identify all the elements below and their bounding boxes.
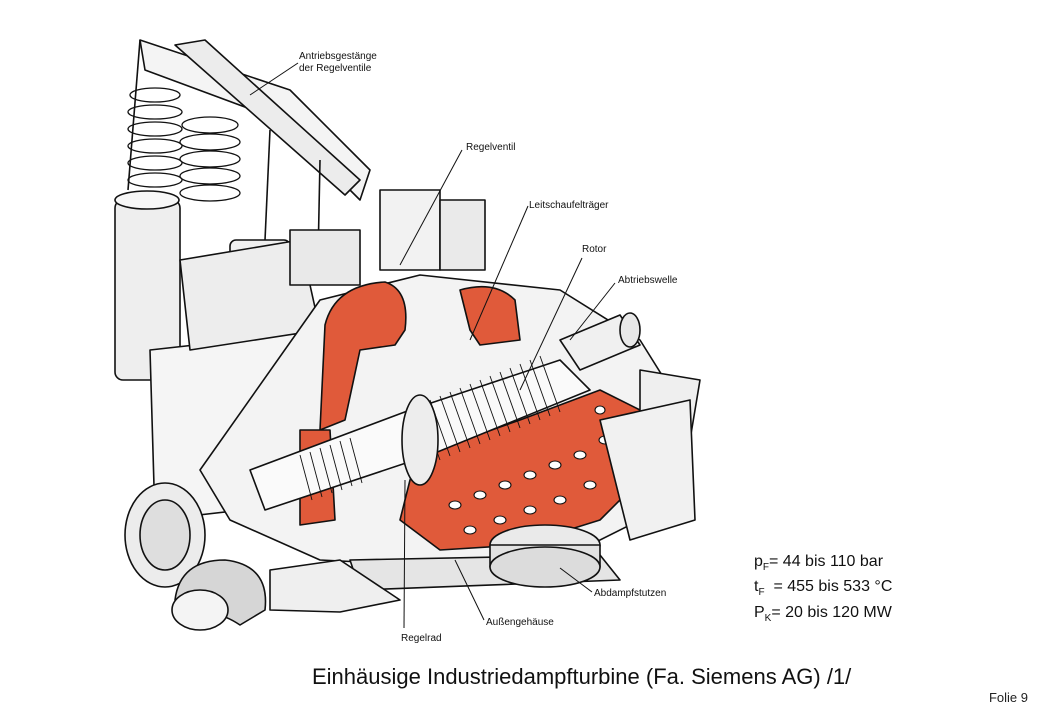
leader-exhaust-nozzle <box>559 567 593 593</box>
base-plate <box>269 399 696 613</box>
drive-linkage <box>127 39 486 271</box>
param-power: PK= 20 bis 120 MW <box>754 604 892 624</box>
param-temperature-value: = 455 bis 533 °C <box>764 578 893 595</box>
param-power-symbol: P <box>754 604 765 621</box>
label-outer-casing: Außengehäuse <box>486 617 554 628</box>
param-pressure-subscript: F <box>762 562 770 574</box>
label-guide-vane-carrier: Leitschaufelträger <box>529 200 609 211</box>
slide-title: Einhäusige Industriedampfturbine (Fa. Si… <box>312 664 852 689</box>
label-drive-linkage-line2: der Regelventile <box>299 63 372 74</box>
rotor <box>249 355 591 511</box>
leader-control-valve <box>399 149 463 266</box>
leader-guide-vane-carrier <box>469 205 529 341</box>
leader-outer-casing <box>454 559 485 621</box>
label-control-valve: Regelventil <box>466 142 516 153</box>
exhaust-nozzle <box>489 524 601 588</box>
label-drive-linkage-line1: Antriebsgestänge <box>299 51 377 62</box>
label-output-shaft: Abtriebswelle <box>618 275 678 286</box>
front-flange <box>124 482 267 631</box>
leader-rotor <box>519 257 583 391</box>
label-exhaust-nozzle: Abdampfstutzen <box>594 588 667 599</box>
param-temperature: tF = 455 bis 533 °C <box>754 578 892 598</box>
param-power-value: = 20 bis 120 MW <box>771 604 892 621</box>
leader-control-wheel <box>403 479 406 629</box>
param-pressure: pF= 44 bis 110 bar <box>754 553 883 573</box>
param-temperature-symbol: t <box>754 578 759 595</box>
param-power-subscript: K <box>764 613 772 625</box>
slide-number: Folie 9 <box>988 690 1028 705</box>
param-pressure-symbol: p <box>754 553 763 570</box>
label-drive-linkage: Antriebsgestänge der Regelventile <box>299 51 377 75</box>
param-pressure-value: = 44 bis 110 bar <box>769 553 884 570</box>
leader-output-shaft <box>569 282 616 341</box>
leader-drive-linkage <box>249 62 299 96</box>
param-temperature-subscript: F <box>758 587 765 599</box>
label-rotor: Rotor <box>582 244 607 255</box>
label-control-wheel: Regelrad <box>401 633 442 644</box>
callout-leaders <box>249 62 616 629</box>
